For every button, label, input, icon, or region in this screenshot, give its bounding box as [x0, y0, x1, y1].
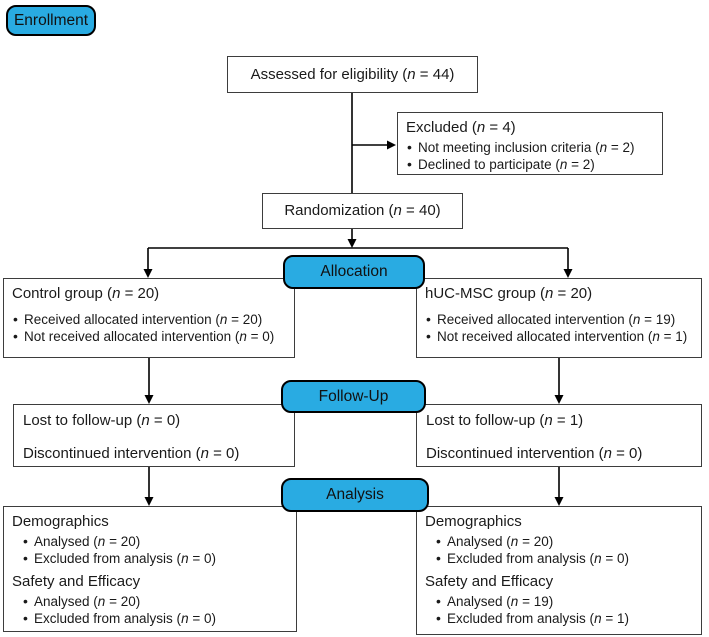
- huc-msc-group-title: hUC-MSC group (n = 20): [425, 285, 593, 302]
- enrollment-badge-label: Enrollment: [13, 11, 89, 29]
- enrollment-badge: Enrollment: [6, 5, 96, 36]
- huc-msc-group-bullet-list: Received allocated intervention (n = 19)…: [424, 311, 695, 345]
- control-group-title: Control group (n = 20): [12, 285, 160, 302]
- analysis-left-box: Demographics Analysed (n = 20) Excluded …: [3, 506, 297, 632]
- followup-right-line: Lost to follow-up (n = 1): [426, 412, 584, 429]
- control-group-box: Control group (n = 20) Received allocate…: [3, 278, 295, 358]
- analysis-left-section-header: Safety and Efficacy: [12, 573, 141, 590]
- arrowhead-analysis-left: [144, 497, 154, 506]
- randomization-box-title: Randomization (n = 40): [284, 202, 441, 219]
- analysis-right-box: Demographics Analysed (n = 20) Excluded …: [416, 506, 702, 635]
- control-group-bullet-list: Received allocated intervention (n = 20)…: [11, 311, 288, 345]
- analysis-right-bullet-list: Analysed (n = 19) Excluded from analysis…: [424, 593, 695, 627]
- arrowhead-huc: [563, 269, 573, 278]
- arrowhead-followup-left: [144, 395, 154, 404]
- followup-right-box: Lost to follow-up (n = 1) Discontinued i…: [416, 404, 702, 467]
- arrowhead-followup-right: [554, 395, 564, 404]
- arrowhead-excluded: [387, 140, 396, 150]
- analysis-right-bullet: Excluded from analysis (n = 0): [434, 550, 695, 567]
- allocation-badge: Allocation: [283, 255, 425, 289]
- assessed-box-title: Assessed for eligibility (n = 44): [250, 65, 455, 83]
- analysis-left-bullet: Excluded from analysis (n = 0): [21, 610, 290, 627]
- analysis-right-bullet: Analysed (n = 20): [434, 533, 695, 550]
- huc-msc-group-bullet: Received allocated intervention (n = 19): [424, 311, 695, 328]
- analysis-right-bullet-list: Analysed (n = 20) Excluded from analysis…: [424, 533, 695, 567]
- excluded-bullet-list: Not meeting inclusion criteria (n = 2) D…: [405, 139, 656, 173]
- excluded-bullet: Not meeting inclusion criteria (n = 2): [405, 139, 656, 156]
- followup-badge: Follow-Up: [281, 380, 426, 413]
- followup-left-line: Lost to follow-up (n = 0): [23, 412, 181, 429]
- analysis-left-bullet: Analysed (n = 20): [21, 593, 290, 610]
- excluded-box-title: Excluded (n = 4): [406, 119, 516, 136]
- excluded-bullet: Declined to participate (n = 2): [405, 156, 656, 173]
- analysis-right-section-header: Safety and Efficacy: [425, 573, 554, 590]
- followup-left-box: Lost to follow-up (n = 0) Discontinued i…: [13, 404, 295, 467]
- analysis-right-section-header: Demographics: [425, 513, 522, 530]
- arrowhead-control: [143, 269, 153, 278]
- assessed-box: Assessed for eligibility (n = 44): [227, 56, 478, 93]
- analysis-left-bullet-list: Analysed (n = 20) Excluded from analysis…: [11, 533, 290, 567]
- analysis-right-bullet: Excluded from analysis (n = 1): [434, 610, 695, 627]
- analysis-left-bullet: Analysed (n = 20): [21, 533, 290, 550]
- excluded-box: Excluded (n = 4) Not meeting inclusion c…: [397, 112, 663, 175]
- analysis-left-bullet: Excluded from analysis (n = 0): [21, 550, 290, 567]
- analysis-badge-label: Analysis: [326, 486, 384, 503]
- followup-right-line: Discontinued intervention (n = 0): [426, 445, 643, 462]
- allocation-badge-label: Allocation: [320, 263, 388, 280]
- followup-badge-label: Follow-Up: [318, 387, 389, 405]
- control-group-bullet: Not received allocated intervention (n =…: [11, 328, 288, 345]
- huc-msc-group-bullet: Not received allocated intervention (n =…: [424, 328, 695, 345]
- arrowhead-allocation: [347, 239, 357, 248]
- arrowhead-analysis-right: [554, 497, 564, 506]
- followup-left-line: Discontinued intervention (n = 0): [23, 445, 240, 462]
- huc-msc-group-box: hUC-MSC group (n = 20) Received allocate…: [416, 278, 702, 358]
- randomization-box: Randomization (n = 40): [262, 193, 463, 229]
- control-group-bullet: Received allocated intervention (n = 20): [11, 311, 288, 328]
- analysis-left-bullet-list: Analysed (n = 20) Excluded from analysis…: [11, 593, 290, 627]
- analysis-left-section-header: Demographics: [12, 513, 109, 530]
- analysis-right-bullet: Analysed (n = 19): [434, 593, 695, 610]
- analysis-badge: Analysis: [281, 478, 429, 512]
